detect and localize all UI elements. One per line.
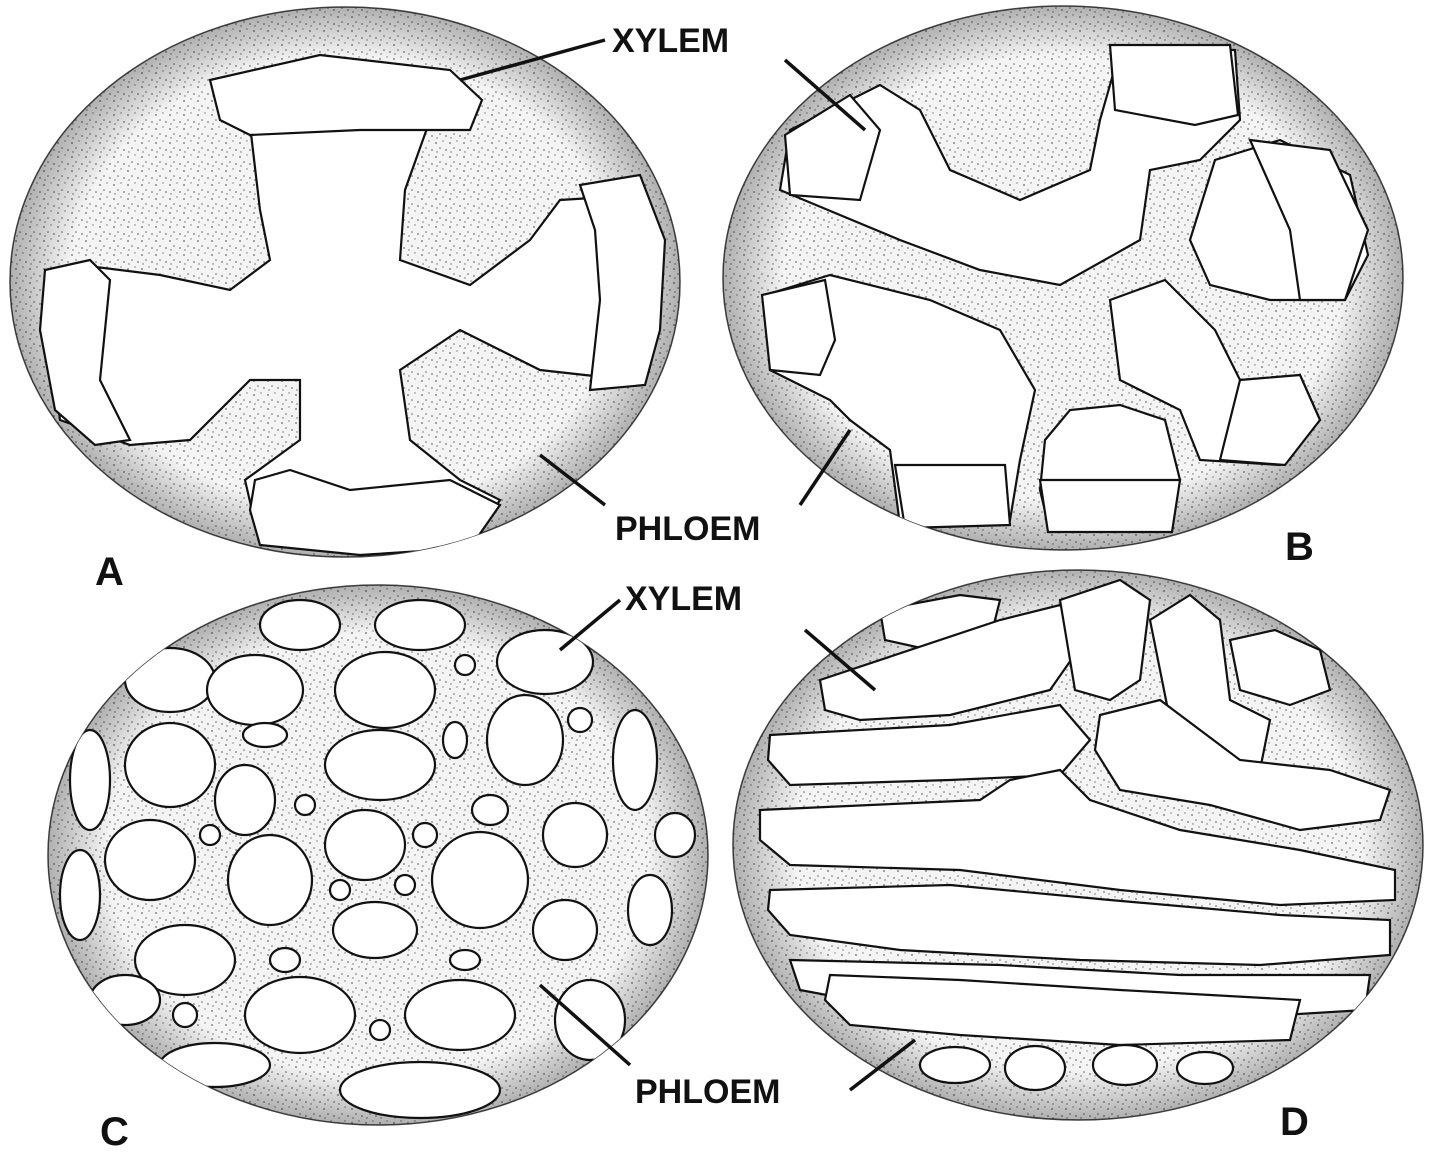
panel-b-protoxylem-1b: [1110, 45, 1238, 125]
panel-d-stele: [733, 570, 1423, 1120]
panel-letter-b: B: [1285, 525, 1314, 569]
leader-xylem-bottom-c: [560, 600, 620, 650]
panel-letter-d: D: [1280, 1100, 1309, 1144]
panel-b-protoxylem-3b: [895, 465, 1010, 528]
label-phloem-bottom: PHLOEM: [635, 1073, 780, 1111]
label-xylem-top: XYLEM: [612, 22, 729, 60]
label-phloem-top: PHLOEM: [615, 510, 760, 548]
panel-a-stele: [10, 7, 680, 557]
panel-b-protoxylem-3a: [762, 280, 835, 375]
panel-letter-c: C: [100, 1110, 129, 1153]
label-xylem-bottom: XYLEM: [625, 580, 742, 618]
panel-b-protoxylem-5: [1040, 480, 1180, 532]
panel-letter-a: A: [95, 550, 124, 594]
